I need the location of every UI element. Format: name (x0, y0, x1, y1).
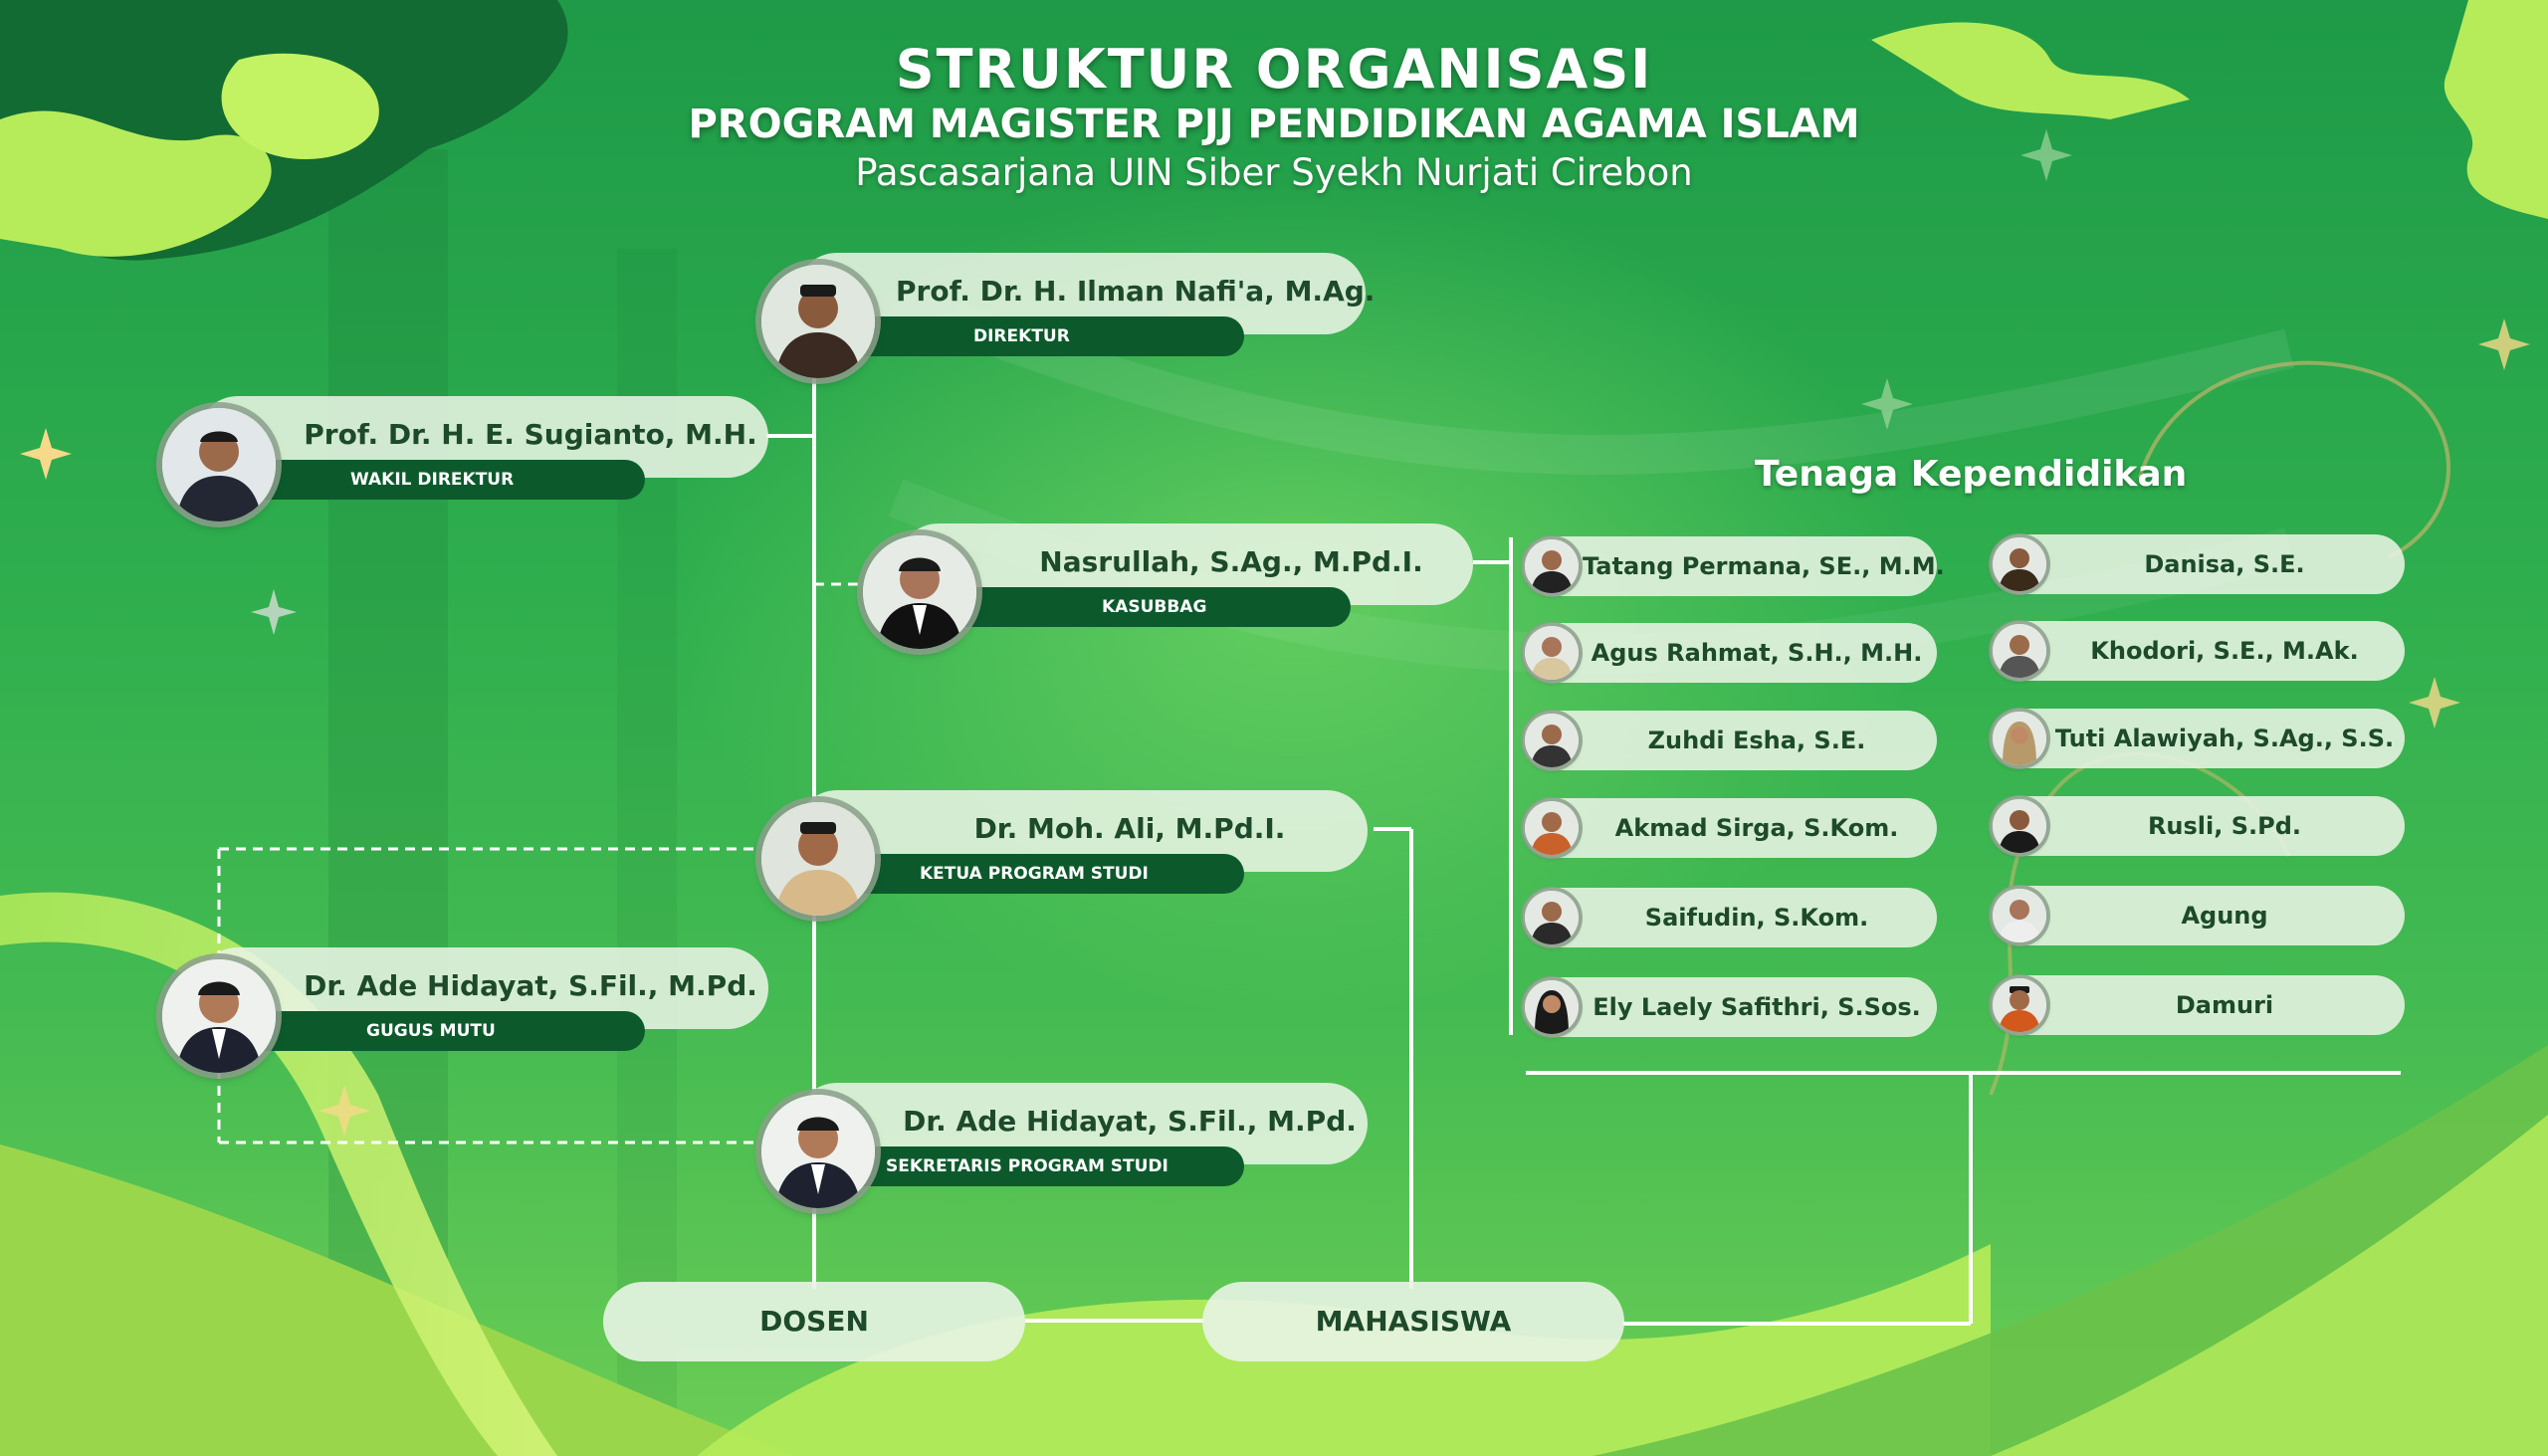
name-gugus-mutu: Dr. Ade Hidayat, S.Fil., M.Pd. (304, 969, 757, 1002)
staff-avatar (1993, 712, 2046, 765)
person-photo-icon (761, 802, 875, 916)
list-item: Saifudin, S.Kom. (1523, 888, 1937, 947)
person-photo-icon (761, 1095, 875, 1208)
person-photo-icon (1993, 889, 2046, 942)
institution-name: Pascasarjana UIN Siber Syekh Nurjati Cir… (855, 151, 1693, 194)
staff-avatar (1993, 889, 2046, 942)
staff-avatar (1525, 980, 1579, 1034)
list-item: Rusli, S.Pd. (1991, 796, 2405, 856)
person-photo-icon (1993, 624, 2046, 678)
person-photo-icon (1525, 801, 1579, 855)
role-direktur: DIREKTUR (973, 326, 1070, 346)
card-gugus-mutu: GUGUS MUTU Dr. Ade Hidayat, S.Fil., M.Pd… (157, 945, 774, 1075)
card-kasubbag: KASUBBAG Nasrullah, S.Ag., M.Pd.I. (858, 521, 1475, 651)
staff-avatar (1525, 801, 1579, 855)
list-item: Tatang Permana, SE., M.M. (1523, 536, 1945, 596)
role-sekretaris-prodi: SEKRETARIS PROGRAM STUDI (886, 1156, 1168, 1176)
list-item: Damuri (1991, 975, 2405, 1035)
person-photo-icon (162, 408, 276, 521)
list-item: Zuhdi Esha, S.E. (1523, 711, 1937, 770)
avatar-sekretaris-prodi (761, 1095, 875, 1208)
list-item: Akmad Sirga, S.Kom. (1523, 798, 1937, 858)
list-item: Agung (1991, 886, 2405, 945)
tenaga-heading: Tenaga Kependidikan (1755, 454, 2188, 495)
list-item: Danisa, S.E. (1991, 534, 2405, 594)
staff-avatar (1525, 714, 1579, 767)
staff-avatar (1525, 539, 1579, 593)
name-kasubbag: Nasrullah, S.Ag., M.Pd.I. (1039, 545, 1423, 578)
list-item: Agus Rahmat, S.H., M.H. (1523, 623, 1937, 683)
staff-avatar (1993, 537, 2046, 591)
card-ketua-prodi: KETUA PROGRAM STUDI Dr. Moh. Ali, M.Pd.I… (756, 788, 1374, 918)
staff-avatar (1525, 891, 1579, 944)
person-photo-icon (1993, 799, 2046, 853)
name-ketua-prodi: Dr. Moh. Ali, M.Pd.I. (973, 812, 1286, 845)
staff-avatar (1993, 624, 2046, 678)
person-photo-icon (1993, 712, 2046, 765)
page-subtitle: PROGRAM MAGISTER PJJ PENDIDIKAN AGAMA IS… (688, 102, 1860, 147)
person-photo-icon (761, 265, 875, 378)
mahasiswa-box: MAHASISWA (1202, 1282, 1624, 1361)
person-photo-icon (1993, 537, 2046, 591)
person-photo-icon (1525, 891, 1579, 944)
list-item: Tuti Alawiyah, S.Ag., S.S. (1991, 709, 2405, 768)
page-title: STRUKTUR ORGANISASI (895, 38, 1653, 101)
person-photo-icon (1525, 626, 1579, 680)
dosen-box: DOSEN (603, 1282, 1025, 1361)
person-photo-icon (863, 535, 976, 649)
person-photo-icon (1525, 714, 1579, 767)
role-ketua-prodi: KETUA PROGRAM STUDI (920, 864, 1149, 884)
list-item: Khodori, S.E., M.Ak. (1991, 621, 2405, 681)
person-photo-icon (1525, 980, 1579, 1034)
role-kasubbag: KASUBBAG (1102, 597, 1207, 617)
avatar-direktur (761, 265, 875, 378)
card-direktur: DIREKTUR Prof. Dr. H. Ilman Nafi'a, M.Ag… (756, 251, 1376, 380)
name-wakil-direktur: Prof. Dr. H. E. Sugianto, M.H. (304, 418, 757, 451)
list-item: Ely Laely Safithri, S.Sos. (1523, 977, 1937, 1037)
avatar-wakil-direktur (162, 408, 276, 521)
name-sekretaris-prodi: Dr. Ade Hidayat, S.Fil., M.Pd. (903, 1105, 1357, 1138)
staff-avatar (1993, 978, 2046, 1032)
avatar-gugus-mutu (162, 959, 276, 1073)
person-photo-icon (1525, 539, 1579, 593)
card-wakil-direktur: WAKIL DIREKTUR Prof. Dr. H. E. Sugianto,… (157, 394, 774, 523)
role-gugus-mutu: GUGUS MUTU (366, 1021, 496, 1041)
role-wakil-direktur: WAKIL DIREKTUR (350, 470, 515, 490)
person-photo-icon (162, 959, 276, 1073)
person-photo-icon (1993, 978, 2046, 1032)
staff-avatar (1525, 626, 1579, 680)
card-sekretaris-prodi: SEKRETARIS PROGRAM STUDI Dr. Ade Hidayat… (756, 1081, 1374, 1210)
name-direktur: Prof. Dr. H. Ilman Nafi'a, M.Ag. (896, 275, 1376, 308)
staff-avatar (1993, 799, 2046, 853)
avatar-kasubbag (863, 535, 976, 649)
avatar-ketua-prodi (761, 802, 875, 916)
